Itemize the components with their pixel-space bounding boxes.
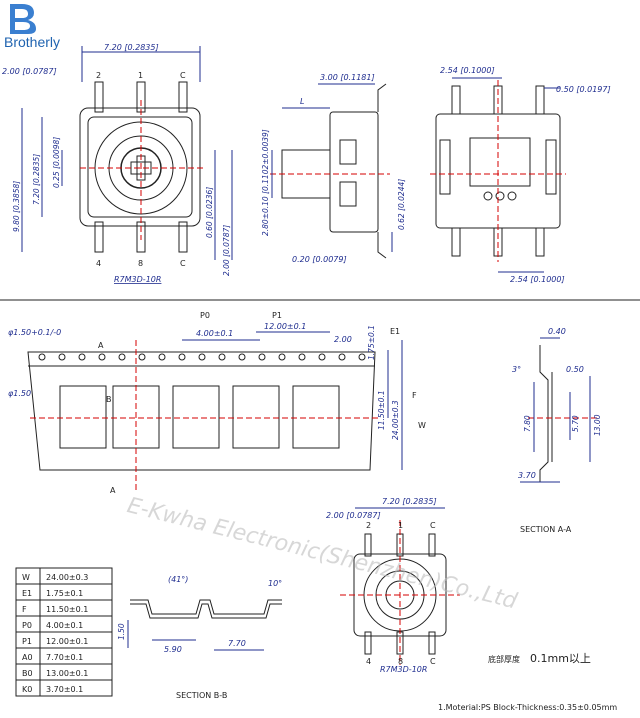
side-base-dim: 0.62 [0.0244] bbox=[397, 179, 406, 230]
front-knob-dim: 0.25 [0.0098] bbox=[52, 137, 61, 188]
back-right-dim: 0.50 [0.0197] bbox=[556, 85, 611, 94]
spec-value-w: 24.00±0.3 bbox=[46, 573, 88, 582]
section-bb-angle2: 10° bbox=[268, 579, 282, 588]
lower-pin-label-8: 8 bbox=[398, 657, 403, 666]
note-thickness-value: 0.1mm以上 bbox=[530, 652, 591, 665]
tape-hole-tol: φ1.50+0.1/-0 bbox=[8, 328, 61, 337]
lower-pin-label-c-bottom: C bbox=[430, 657, 436, 666]
part-label: R7M3D-10R bbox=[114, 275, 161, 284]
spec-table: W 24.00±0.3 E1 1.75±0.1 F 11.50±0.1 P0 4… bbox=[22, 573, 88, 694]
side-bottom-dim: 0.20 [0.0079] bbox=[292, 255, 347, 264]
pin-label-8: 8 bbox=[138, 259, 143, 268]
spec-key-a0: A0 bbox=[22, 653, 33, 662]
spec-table-grid bbox=[15, 567, 113, 697]
tape-tag-p1: P1 bbox=[272, 311, 282, 320]
side-view bbox=[270, 83, 393, 259]
section-aa-h3: 13.00 bbox=[593, 414, 602, 436]
section-aa-angle: 3° bbox=[512, 365, 521, 374]
side-l-dim: L bbox=[300, 97, 304, 106]
front-side-b-dim: 2.00 [0.0787] bbox=[222, 225, 231, 276]
section-bb-w2: 7.70 bbox=[228, 639, 246, 648]
carrier-tape bbox=[27, 331, 403, 490]
note-material: 1.Moterial:PS Block-Thickness:0.35±0.05m… bbox=[438, 703, 617, 712]
watermark: E-Kwha Electronic(Shenzhen)Co.,Ltd bbox=[124, 493, 520, 614]
tape-section-b: B bbox=[106, 395, 112, 404]
section-bb-drawing bbox=[127, 599, 282, 651]
pin-label-4: 4 bbox=[96, 259, 101, 268]
section-aa-h1: 7.80 bbox=[523, 415, 532, 432]
front-width-dim: 7.20 [0.2835] bbox=[104, 43, 159, 52]
back-top-dim: 2.54 [0.1000] bbox=[440, 66, 495, 75]
lower-pin-label-2: 2 bbox=[366, 521, 371, 530]
spec-value-p0: 4.00±0.1 bbox=[46, 621, 83, 630]
spec-value-a0: 7.70±0.1 bbox=[46, 653, 83, 662]
spec-key-p1: P1 bbox=[22, 637, 32, 646]
spec-value-k0: 3.70±0.1 bbox=[46, 685, 83, 694]
lower-pin-offset-dim: 2.00 [0.0787] bbox=[326, 511, 381, 520]
tape-tag-e1: E1 bbox=[390, 327, 400, 336]
spec-key-k0: K0 bbox=[22, 685, 32, 694]
pin-label-c-bottom: C bbox=[180, 259, 186, 268]
spec-value-e1: 1.75±0.1 bbox=[46, 589, 83, 598]
tape-section-a-top: A bbox=[98, 341, 104, 350]
section-aa-bottom-dim: 3.70 bbox=[518, 471, 536, 480]
lower-part-label: R7M3D-10R bbox=[380, 665, 427, 674]
section-aa-h2: 5.70 bbox=[571, 415, 580, 432]
spec-key-f: F bbox=[22, 605, 27, 614]
side-shaft-dim: 2.80±0.10 [0.1102±0.0039] bbox=[261, 129, 270, 236]
spec-key-w: W bbox=[22, 573, 30, 582]
brand-name: Brotherly bbox=[4, 34, 61, 50]
spec-value-p1: 12.00±0.1 bbox=[46, 637, 88, 646]
brand-logo bbox=[10, 4, 36, 34]
section-bb-w1: 5.90 bbox=[164, 645, 182, 654]
section-aa-title: SECTION A-A bbox=[520, 525, 572, 534]
spec-key-p0: P0 bbox=[22, 621, 32, 630]
tape-tag-p0: P0 bbox=[200, 311, 210, 320]
front-side-a-dim: 0.60 [0.0236] bbox=[205, 187, 214, 238]
tape-section-a-bottom: A bbox=[110, 486, 116, 495]
tape-e1-dim: 1.75±0.1 bbox=[367, 325, 376, 360]
spec-key-b0: B0 bbox=[22, 669, 33, 678]
section-bb-title: SECTION B-B bbox=[176, 691, 227, 700]
front-height-inner-dim: 7.20 [0.2835] bbox=[32, 154, 41, 205]
pin-label-1: 1 bbox=[138, 71, 143, 80]
pin-label-2: 2 bbox=[96, 71, 101, 80]
pin-label-c-top: C bbox=[180, 71, 186, 80]
side-top-dim: 3.00 [0.1181] bbox=[320, 73, 375, 82]
back-view bbox=[430, 77, 566, 273]
front-pin-offset-dim: 2.00 [0.0787] bbox=[2, 67, 57, 76]
tape-p0-dim: 4.00±0.1 bbox=[196, 329, 233, 338]
tape-w-dim: 24.00±0.3 bbox=[391, 400, 400, 440]
back-bottom-dim: 2.54 [0.1000] bbox=[510, 275, 565, 284]
tape-e-small-dim: 2.00 bbox=[334, 335, 352, 344]
tape-f-dim: 11.50±0.1 bbox=[377, 390, 386, 430]
lower-pin-label-4: 4 bbox=[366, 657, 371, 666]
lower-pin-label-1: 1 bbox=[398, 521, 403, 530]
front-view bbox=[21, 46, 233, 260]
tape-tag-w: W bbox=[418, 421, 426, 430]
section-aa-inner-dim: 0.50 bbox=[566, 365, 584, 374]
section-aa-top-dim: 0.40 bbox=[548, 327, 566, 336]
tape-p1-dim: 12.00±0.1 bbox=[264, 322, 306, 331]
note-thickness-cn: 底部厚度 bbox=[488, 654, 520, 664]
section-bb-angle: (41°) bbox=[168, 575, 188, 584]
section-bb-depth: 1.50 bbox=[117, 623, 126, 640]
section-aa-drawing bbox=[520, 337, 600, 483]
spec-value-b0: 13.00±0.1 bbox=[46, 669, 88, 678]
tape-hole: φ1.50 bbox=[8, 389, 31, 398]
lower-width-dim: 7.20 [0.2835] bbox=[382, 497, 437, 506]
spec-key-e1: E1 bbox=[22, 589, 32, 598]
front-height-outer-dim: 9.80 [0.3858] bbox=[12, 181, 21, 232]
tape-tag-f: F bbox=[412, 391, 417, 400]
lower-front-view bbox=[340, 507, 460, 665]
lower-pin-label-c-top: C bbox=[430, 521, 436, 530]
spec-value-f: 11.50±0.1 bbox=[46, 605, 88, 614]
